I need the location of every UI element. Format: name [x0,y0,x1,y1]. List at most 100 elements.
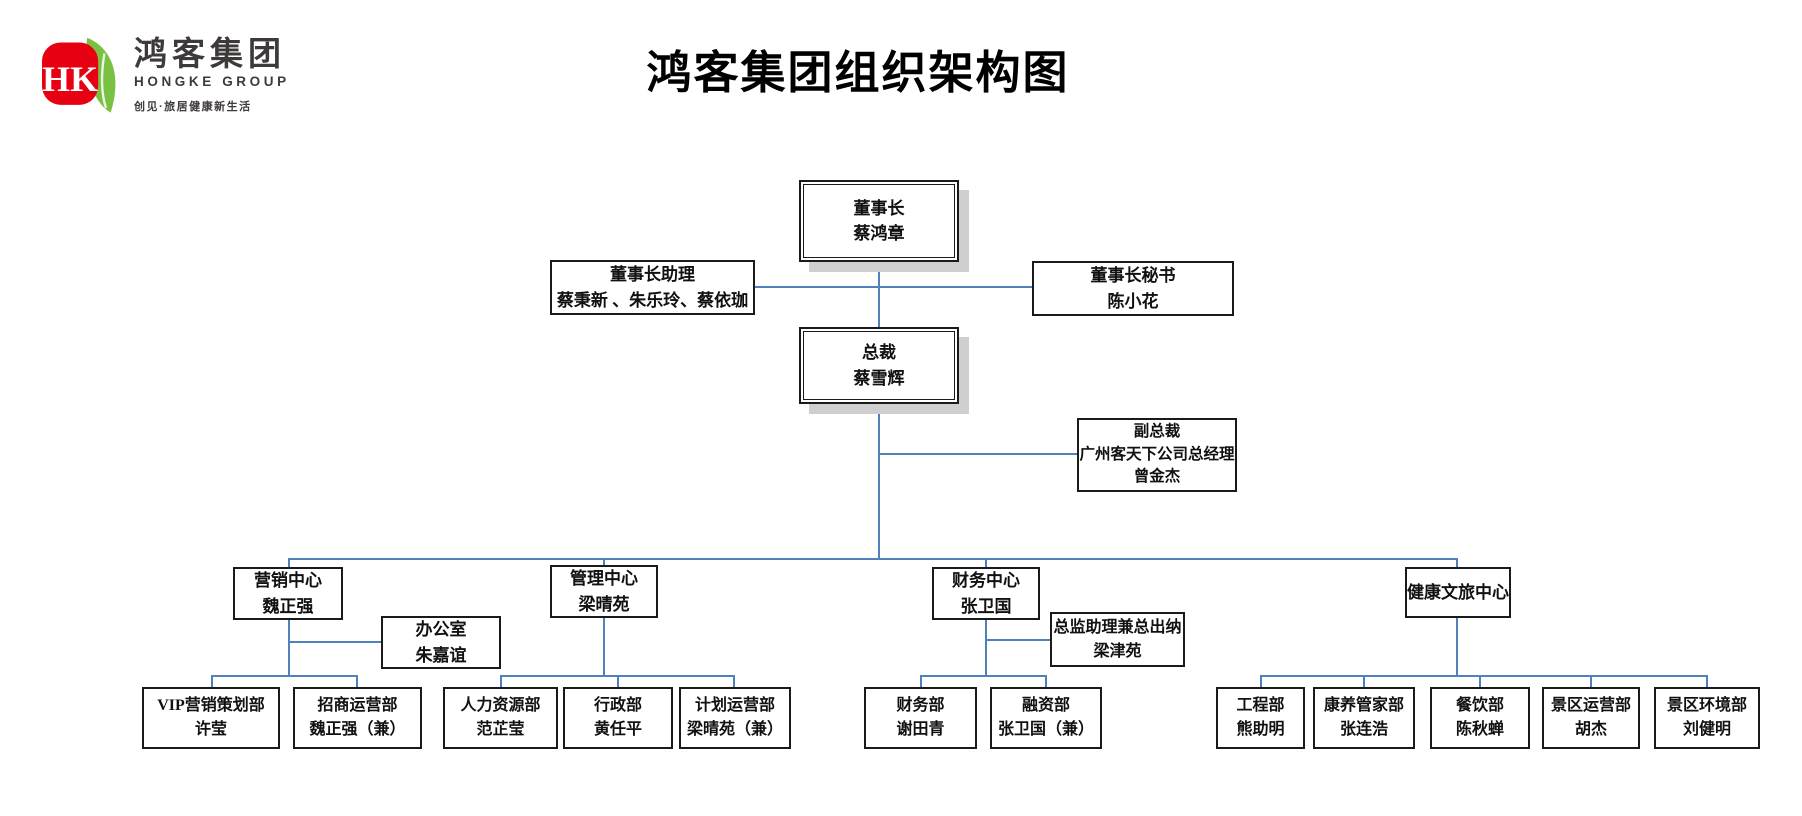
connector-line [1260,675,1262,687]
connector-line [1456,558,1458,568]
logo-slogan: 创见·旅居健康新生活 [134,101,252,114]
node-title: 健康文旅中心 [1407,582,1509,602]
connector-line [878,262,880,328]
node-person: 张卫国（兼） [997,721,1094,738]
connector-line [288,558,290,568]
node-title: 管理中心 [570,569,638,588]
node-title: 总监助理兼总出纳 [1053,618,1182,636]
node-title: 财务中心 [952,571,1020,590]
node-person: 梁晴苑（兼） [686,721,783,738]
node-title: 财务部 [896,697,945,714]
node-person: 梁津苑 [1093,642,1142,660]
node-person: 张卫国 [960,596,1012,616]
node-subtitle: 广州客天下公司总经理 [1079,445,1235,463]
node-person: 曾金杰 [1133,468,1181,486]
node-person: 许莹 [194,721,227,738]
node-person: 蔡秉新 、朱乐玲、蔡依珈 [556,290,749,310]
node-title: 康养管家部 [1323,697,1404,714]
node-title: 总裁 [862,343,896,362]
node-person: 刘健明 [1682,721,1731,738]
node-investment-operation-dept: 招商运营部 魏正强（兼） [293,687,422,749]
node-title: 董事长助理 [610,265,695,284]
connector-line [1260,675,1708,677]
connector-line [1456,617,1458,677]
node-title: 景区环境部 [1666,697,1747,714]
node-scenic-environment-dept: 景区环境部 刘健明 [1654,687,1760,749]
connector-line [603,558,605,567]
connector-line [288,641,381,643]
node-person: 朱嘉谊 [415,645,467,665]
node-hr-dept: 人力资源部 范芷莹 [443,687,558,749]
connector-line [878,403,880,560]
connector-line [733,675,735,687]
node-title: 行政部 [593,697,642,714]
connector-line [1045,675,1047,687]
node-person: 魏正强（兼） [309,721,406,738]
node-title: 董事长 [853,198,905,218]
node-person: 蔡雪辉 [853,368,905,388]
connector-line [500,675,502,687]
node-title: 人力资源部 [460,697,541,714]
node-title: 景区运营部 [1550,697,1631,714]
node-title: 工程部 [1236,697,1285,714]
node-person: 梁晴苑 [578,594,630,614]
node-engineering-dept: 工程部 熊助明 [1216,687,1305,749]
node-title: 办公室 [415,620,467,639]
node-title: 招商运营部 [317,697,398,714]
node-finance-dept: 财务部 谢田青 [864,687,977,749]
node-person: 胡杰 [1574,721,1607,738]
logo-company-cn: 鸿客集团 [134,35,286,72]
node-person: 张连浩 [1339,721,1388,738]
node-financing-dept: 融资部 张卫国（兼） [990,687,1102,749]
node-title: 融资部 [1021,697,1070,714]
node-marketing-center: 营销中心 魏正强 [233,567,343,620]
connector-line [920,675,922,687]
node-person: 黄任平 [593,721,642,738]
page-title: 鸿客集团组织架构图 [646,48,1070,98]
node-title: VIP营销策划部 [157,697,265,714]
connector-line [985,639,1050,641]
node-president: 总裁 蔡雪辉 [799,327,959,404]
node-vip-marketing-dept: VIP营销策划部 许莹 [142,687,280,749]
node-person: 陈秋蝉 [1455,721,1504,738]
connector-line [603,617,605,677]
node-title: 计划运营部 [694,697,775,714]
node-title: 副总裁 [1133,423,1181,441]
connector-line [356,675,358,687]
node-management-center: 管理中心 梁晴苑 [550,565,658,618]
node-health-tourism-center: 健康文旅中心 [1405,567,1511,618]
connector-line [753,286,1033,288]
node-scenic-operation-dept: 景区运营部 胡杰 [1542,687,1640,749]
logo-company-en: HONGKE GROUP [134,74,290,90]
node-wellness-butler-dept: 康养管家部 张连浩 [1313,687,1415,749]
connector-line [1590,675,1592,687]
connector-line [920,675,1047,677]
node-vice-president: 副总裁 广州客天下公司总经理 曾金杰 [1077,418,1237,492]
node-catering-dept: 餐饮部 陈秋蝉 [1430,687,1530,749]
connector-line [211,675,213,687]
node-person: 魏正强 [262,596,314,616]
company-logo: HK 鸿客集团 HONGKE GROUP 创见·旅居健康新生活 [42,35,290,116]
connector-line [985,558,987,568]
node-title: 董事长秘书 [1090,266,1176,285]
node-chairman-assistant: 董事长助理 蔡秉新 、朱乐玲、蔡依珈 [550,260,755,315]
node-chairman: 董事长 蔡鸿章 [799,180,959,262]
node-person: 陈小花 [1107,291,1159,311]
connector-line [1706,675,1708,687]
node-office: 办公室 朱嘉谊 [381,616,501,669]
node-planning-operation-dept: 计划运营部 梁晴苑（兼） [679,687,791,749]
node-chief-cashier-assistant: 总监助理兼总出纳 梁津苑 [1050,612,1185,667]
node-person: 熊助明 [1236,721,1285,738]
connector-line [1479,675,1481,687]
node-title: 餐饮部 [1455,697,1504,714]
connector-line [288,558,1458,560]
node-person: 蔡鸿章 [853,224,905,243]
connector-line [985,619,987,677]
connector-line [211,675,358,677]
node-title: 营销中心 [254,571,322,590]
logo-monogram: HK [42,59,98,99]
connector-line [1363,675,1365,687]
node-finance-center: 财务中心 张卫国 [932,567,1040,620]
connector-line [288,619,290,677]
